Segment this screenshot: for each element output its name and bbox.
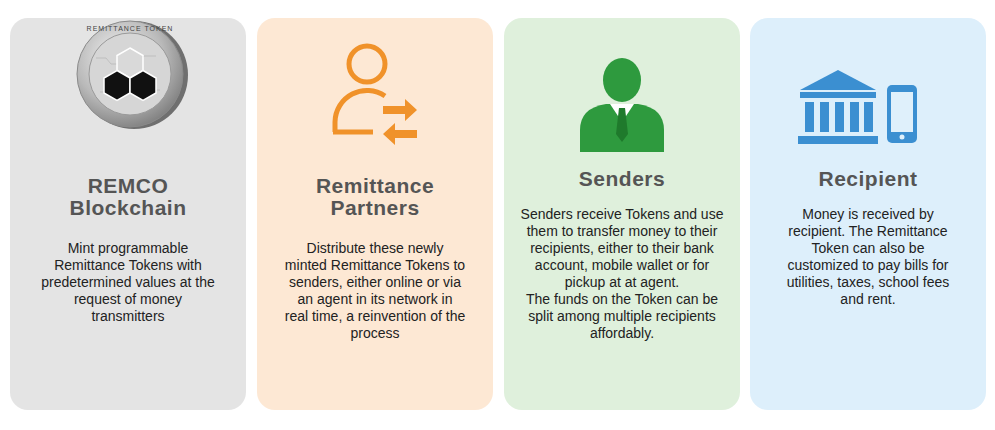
panel-description: Distribute these newly minted Remittance… — [284, 240, 466, 342]
panel-heading: REMCO Blockchain — [53, 175, 203, 219]
panel-heading: Recipient — [768, 168, 968, 190]
coin-inscription: REMITTANCE TOKEN — [87, 25, 174, 32]
panel-box: Remittance PartnersDistribute these newl… — [257, 18, 493, 410]
panel-heading: Senders — [522, 168, 722, 190]
panel-heading: Remittance Partners — [290, 175, 460, 219]
panel-box: SendersSenders receive Tokens and use th… — [504, 18, 740, 410]
panel-description: Money is received by recipient. The Remi… — [782, 206, 954, 308]
panel-description: Mint programmable Remittance Tokens with… — [40, 240, 216, 325]
recipient-icon — [750, 18, 986, 168]
token-coin — [10, 18, 246, 168]
panel-box: RecipientMoney is received by recipient.… — [750, 18, 986, 410]
panel-description: The funds on the Token can be split amon… — [519, 291, 725, 342]
panel-description: Senders receive Tokens and use them to t… — [519, 206, 725, 291]
sender-icon — [504, 18, 740, 168]
partner-icon — [257, 18, 493, 168]
panel-box: REMCO BlockchainMint programmable Remitt… — [10, 18, 246, 410]
